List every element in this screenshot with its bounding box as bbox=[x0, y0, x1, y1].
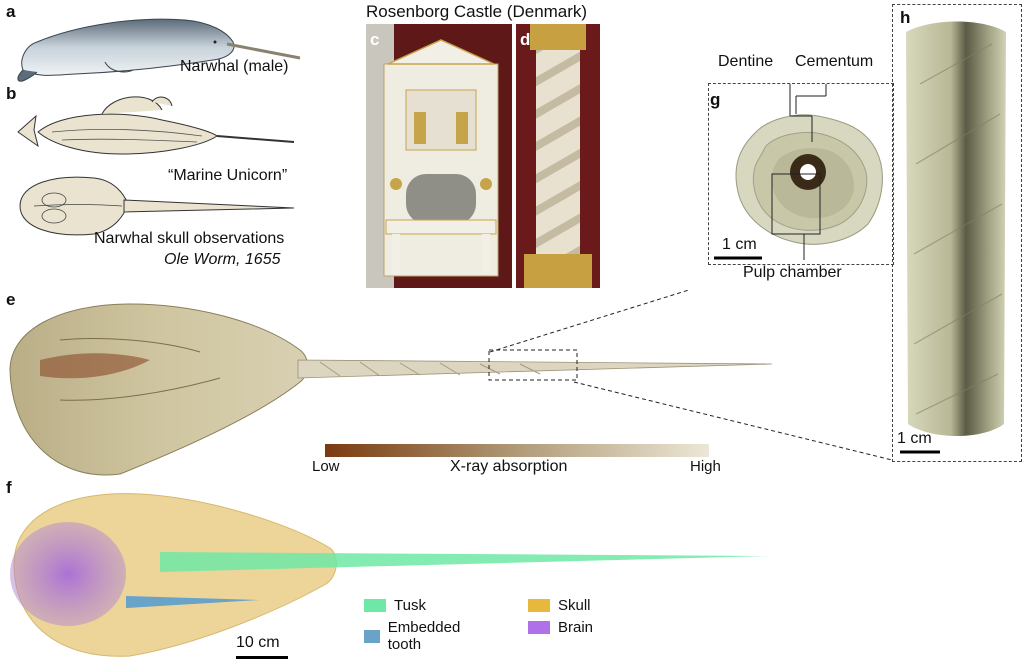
panel-label-f: f bbox=[6, 478, 12, 497]
colorbar-high-label: High bbox=[690, 458, 721, 475]
colorbar-title: X-ray absorption bbox=[450, 458, 568, 475]
tusk-segment-scale-label: 1 cm bbox=[897, 430, 932, 447]
cross-section-scale-label: 1 cm bbox=[722, 236, 757, 253]
narwhal-illustration bbox=[17, 18, 301, 82]
colorbar-gradient bbox=[325, 444, 709, 457]
tusk-segment-render bbox=[900, 21, 1006, 454]
column-photo bbox=[516, 24, 600, 288]
f-scale-bar bbox=[236, 656, 288, 659]
castle-title: Rosenborg Castle (Denmark) bbox=[366, 2, 588, 21]
legend-label: Embedded tooth bbox=[387, 619, 461, 653]
x-ray-colorbar bbox=[325, 444, 709, 457]
legend-item-skull: Skull bbox=[528, 597, 591, 614]
panel-label-h: h bbox=[900, 8, 911, 27]
cementum-label: Cementum bbox=[795, 53, 874, 70]
marine-unicorn-woodcut bbox=[17, 96, 295, 155]
panel-label-d: d bbox=[520, 30, 531, 49]
tusk-segment-box bbox=[892, 4, 1022, 462]
ct-skull-render bbox=[9, 290, 893, 476]
marine-unicorn-caption: “Marine Unicorn” bbox=[168, 167, 288, 184]
tusk-swatch bbox=[364, 599, 386, 612]
pulp-chamber-label: Pulp chamber bbox=[743, 264, 842, 281]
cross-section-box bbox=[708, 83, 894, 265]
f-scale-label: 10 cm bbox=[236, 634, 280, 651]
throne-photo bbox=[366, 24, 512, 288]
panel-label-c: c bbox=[370, 30, 380, 49]
legend-item-tusk: Tusk bbox=[364, 597, 426, 614]
legend-item-embedded-tooth: Embedded tooth bbox=[364, 619, 467, 653]
legend-label: Brain bbox=[558, 619, 594, 636]
legend-label: Tusk bbox=[394, 597, 426, 614]
legend-item-brain: Brain bbox=[528, 619, 593, 636]
legend-label: Skull bbox=[558, 597, 591, 614]
woodcut-credit: Ole Worm, 1655 bbox=[164, 251, 281, 268]
colorbar-low-label: Low bbox=[312, 458, 340, 475]
skull-swatch bbox=[528, 599, 550, 612]
skull-woodcut bbox=[19, 176, 295, 236]
panel-label-b: b bbox=[6, 84, 17, 103]
panel-label-a: a bbox=[6, 2, 16, 21]
brain-swatch bbox=[528, 621, 550, 634]
panel-label-e: e bbox=[6, 290, 16, 309]
segmented-skull-render bbox=[10, 493, 770, 657]
tusk-cross-section bbox=[714, 84, 883, 260]
throne-illustration bbox=[366, 24, 512, 288]
panel-label-g: g bbox=[710, 90, 721, 109]
twisted-column-illustration bbox=[516, 24, 600, 288]
skull-observations-caption: Narwhal skull observations bbox=[94, 230, 285, 247]
dentine-label: Dentine bbox=[718, 53, 774, 70]
narwhal-caption: Narwhal (male) bbox=[180, 58, 289, 75]
embedded-tooth-swatch bbox=[364, 629, 380, 643]
